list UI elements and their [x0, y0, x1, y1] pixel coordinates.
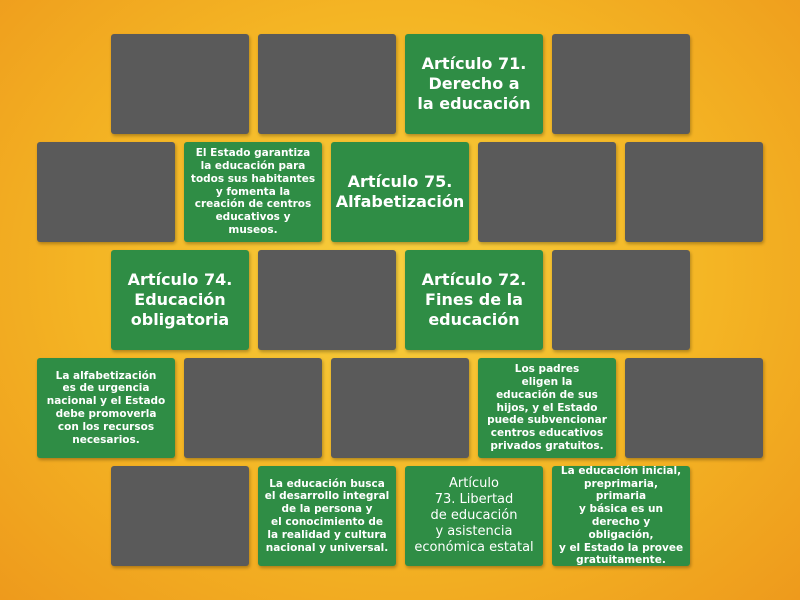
- card-hidden[interactable]: [478, 142, 616, 242]
- card-hidden[interactable]: [331, 358, 469, 458]
- card-hidden[interactable]: [625, 142, 763, 242]
- card-hidden[interactable]: [258, 250, 396, 350]
- card-article[interactable]: Artículo 75.Alfabetización: [331, 142, 469, 242]
- card-hidden[interactable]: [625, 358, 763, 458]
- card-hidden[interactable]: [111, 466, 249, 566]
- card-hidden[interactable]: [111, 34, 249, 134]
- card-text: Artículo 75.Alfabetización: [335, 172, 465, 211]
- card-text: La educación inicial,preprimaria, primar…: [558, 464, 684, 567]
- card-hidden[interactable]: [37, 142, 175, 242]
- card-hidden[interactable]: [552, 34, 690, 134]
- card-hidden[interactable]: [552, 250, 690, 350]
- card-hidden[interactable]: [184, 358, 322, 458]
- card-hidden[interactable]: [258, 34, 396, 134]
- card-description[interactable]: La educación inicial,preprimaria, primar…: [552, 464, 690, 567]
